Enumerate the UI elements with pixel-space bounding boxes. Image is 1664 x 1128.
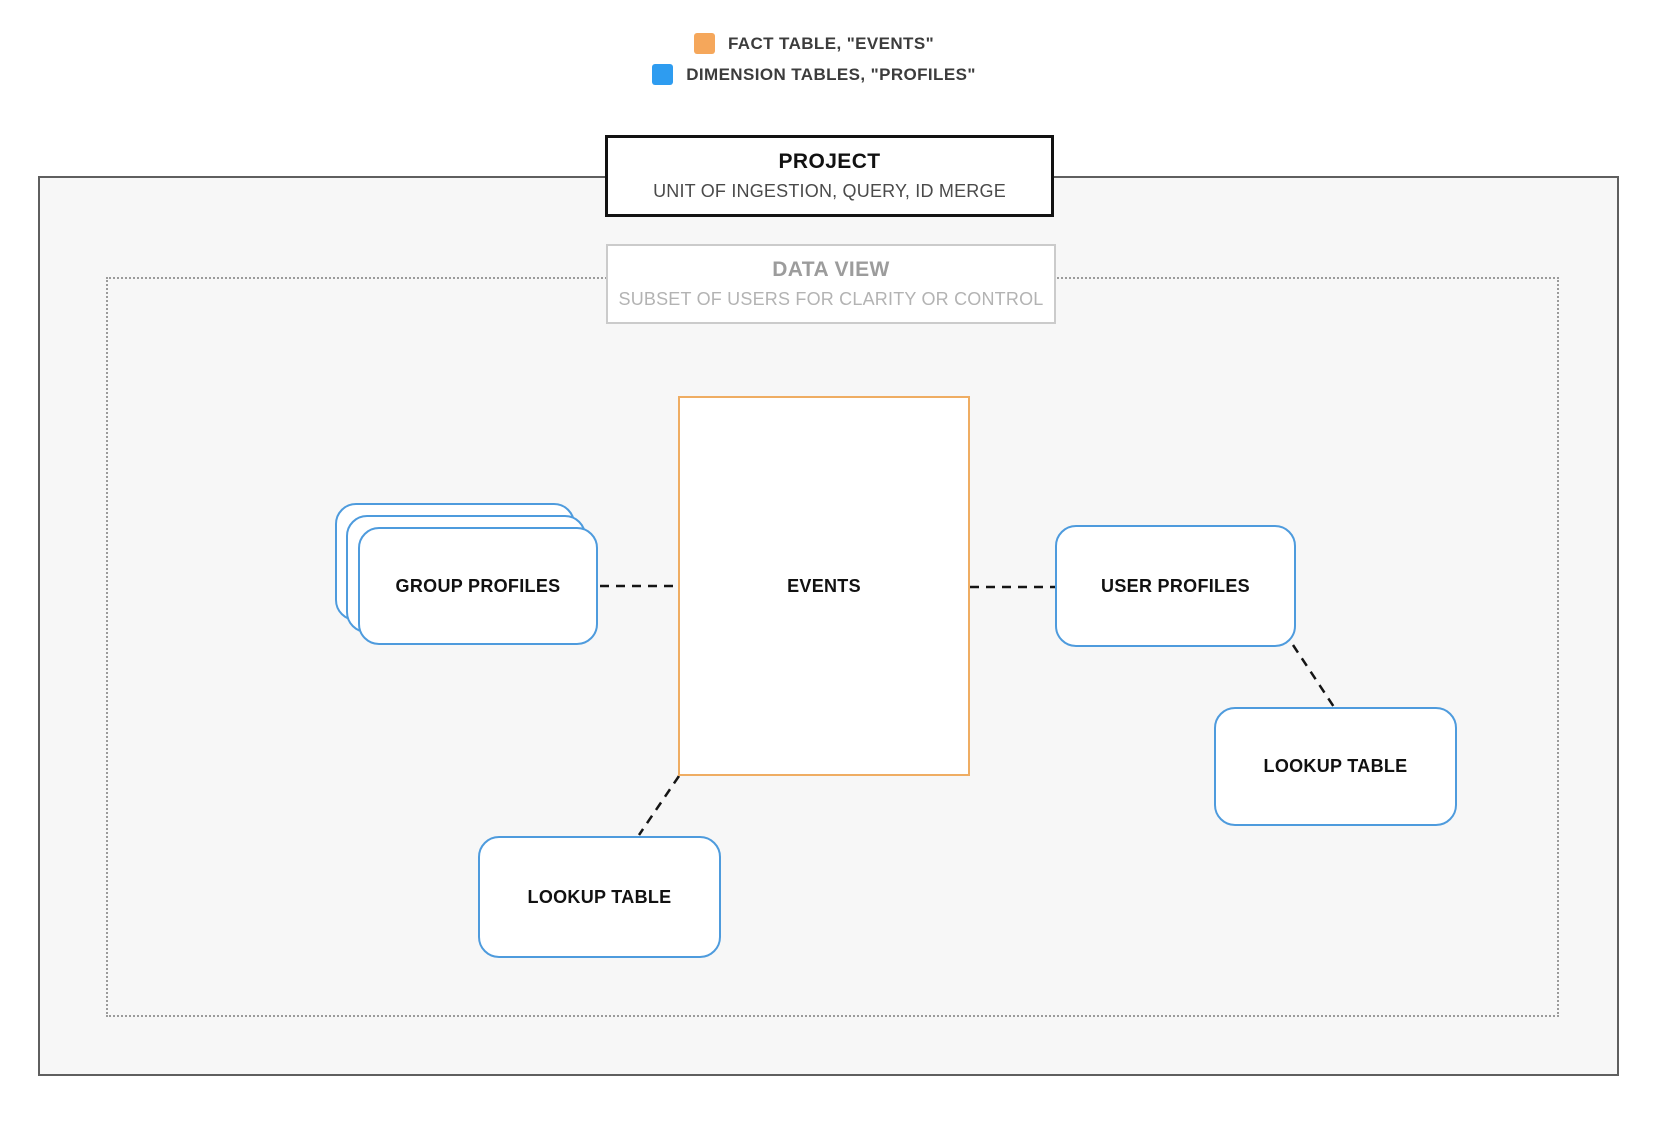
events-node: EVENTS	[678, 396, 970, 776]
connector-events-lookup-table	[637, 775, 681, 836]
lookup-table-right-node: LOOKUP TABLE	[1214, 707, 1457, 826]
project-label-box: PROJECT UNIT OF INGESTION, QUERY, ID MER…	[605, 135, 1054, 217]
fact-table-swatch-icon	[693, 33, 715, 54]
lookup-table-bottom-node: LOOKUP TABLE	[478, 836, 721, 958]
legend-item-dimension-tables: DIMENSION TABLES, "PROFILES"	[652, 64, 976, 85]
dimension-tables-swatch-icon	[652, 64, 674, 85]
group-profiles-node: GROUP PROFILES	[358, 527, 598, 645]
user-profiles-node: USER PROFILES	[1055, 525, 1296, 647]
legend-item-fact-table: FACT TABLE, "EVENTS"	[693, 33, 935, 54]
data-view-title: DATA VIEW	[772, 258, 890, 281]
data-view-subtitle: SUBSET OF USERS FOR CLARITY OR CONTROL	[618, 289, 1044, 309]
legend-label-dimension-tables: DIMENSION TABLES, "PROFILES"	[686, 64, 976, 84]
data-view-label-box: DATA VIEW SUBSET OF USERS FOR CLARITY OR…	[606, 244, 1056, 324]
project-title: PROJECT	[778, 150, 881, 173]
legend: FACT TABLE, "EVENTS" DIMENSION TABLES, "…	[0, 33, 1628, 85]
connector-user-profiles-lookup-table	[1291, 644, 1336, 708]
project-subtitle: UNIT OF INGESTION, QUERY, ID MERGE	[653, 181, 1006, 201]
legend-label-fact-table: FACT TABLE, "EVENTS"	[727, 33, 935, 53]
